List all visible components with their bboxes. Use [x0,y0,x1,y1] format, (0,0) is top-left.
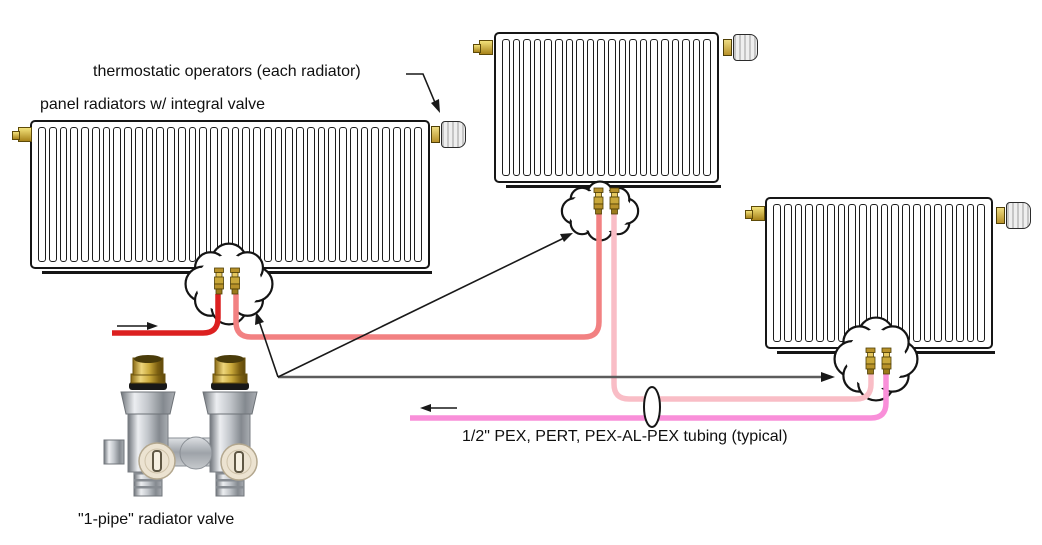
radiator-2 [494,32,721,188]
one-pipe-valve-body [103,355,258,497]
return-tube-cool [410,373,889,421]
thermostatic-head-icon [723,34,758,61]
thermo-stem [723,39,732,56]
label-tubing: 1/2" PEX, PERT, PEX-AL-PEX tubing (typic… [462,428,788,445]
air-vent-icon [473,40,493,55]
supply-tube-hot [112,294,221,336]
arrowhead-icon [147,322,158,330]
arrowhead-icon [560,233,573,242]
thermo-knob [1006,202,1031,229]
cloud-callout-2 [560,180,640,242]
label-panel-radiators: panel radiators w/ integral valve [40,96,266,113]
arrowhead-icon [420,404,431,412]
label-thermostatic-operators: thermostatic operators (each radiator) [93,63,361,80]
air-vent-icon [745,206,765,221]
label-one-pipe-valve: "1-pipe" radiator valve [78,511,235,528]
arrowhead-icon [821,372,835,382]
radiator-2-fins [502,39,711,176]
air-vent-icon [12,127,32,142]
thermo-stem [996,207,1005,224]
radiator-1 [30,120,432,274]
thermo-stem [431,126,440,143]
thermostatic-head-icon [431,121,466,148]
thermostatic-label-leader [406,73,437,106]
arrowhead-icon [431,99,440,113]
thermo-knob [733,34,758,61]
radiator-3-fins [773,204,985,342]
valve-pair-icon [593,187,620,215]
radiator-1-fins [38,127,422,262]
arrowhead-icon [255,312,264,325]
valve-photo [103,355,258,497]
thermo-knob [441,121,466,148]
tubing-oval-callout [643,386,661,428]
radiator-3 [765,197,995,354]
thermostatic-head-icon [996,202,1031,229]
